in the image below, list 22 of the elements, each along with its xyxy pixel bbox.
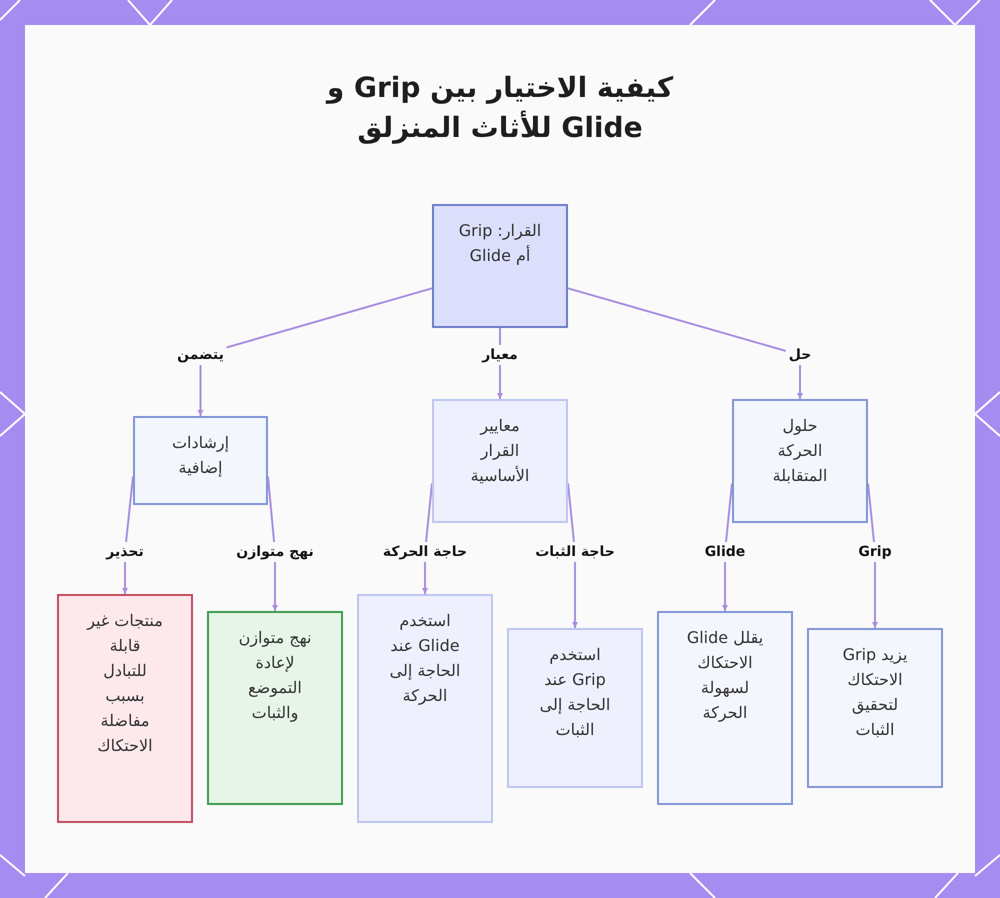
- node-text: يقلل Glide الاحتكاك لسهولة الحركة: [686, 627, 764, 724]
- node-text: يزيد Grip الاحتكاك لتحقيق الثبات: [842, 644, 908, 741]
- process-box: [657, 611, 793, 805]
- process-box: [207, 611, 343, 805]
- connector-arrow: [568, 287, 803, 399]
- node-text: معايير القرار الأساسية: [470, 415, 530, 487]
- process-box: [133, 416, 268, 505]
- node-text: منتجات غير قابلة للتبادل بسبب مفاضلة الاحتكاك: [87, 610, 163, 757]
- title: كيفية الاختيار بين Grip و Glide للأثاث المنزلق: [324, 70, 674, 146]
- node-text: القرار: Grip أم Glide: [458, 220, 542, 267]
- process-box: [507, 628, 643, 788]
- node-text: استخدم Grip عند الحاجة إلى الثبات: [538, 644, 612, 741]
- process-box: [357, 594, 493, 823]
- node-text: إرشادات إضافية: [170, 432, 230, 479]
- node-text: حلول الحركة المتقابلة: [772, 415, 828, 487]
- process-box: [732, 399, 868, 523]
- process-box: [57, 594, 193, 823]
- process-box: [807, 628, 943, 788]
- node-text: استخدم Glide عند الحاجة إلى الحركة: [388, 610, 462, 707]
- process-box: [432, 399, 568, 523]
- node-text: نهج متوازن لإعادة التموضع والثبات: [238, 627, 312, 724]
- root-box: [432, 204, 568, 328]
